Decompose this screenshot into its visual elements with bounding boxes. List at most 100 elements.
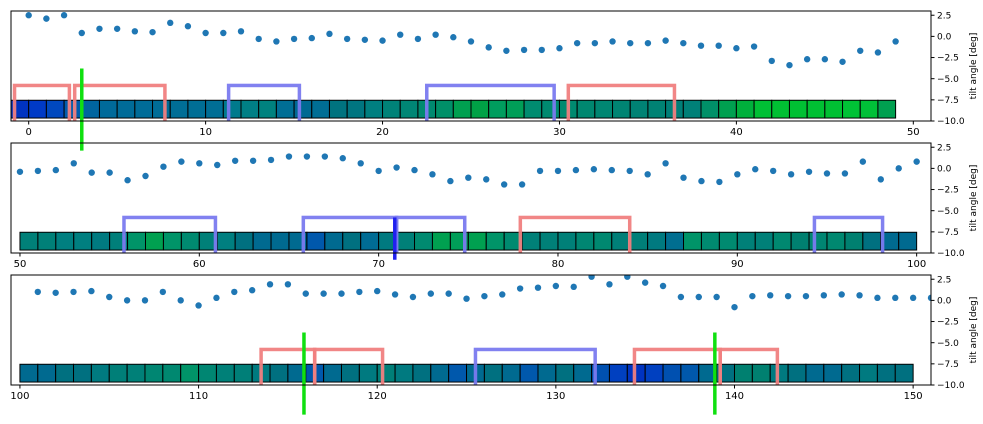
- data-point: [838, 291, 845, 298]
- data-point: [913, 158, 920, 165]
- data-point: [731, 303, 738, 311]
- cell-tile: [346, 99, 366, 119]
- data-point: [680, 174, 687, 181]
- data-point: [361, 36, 369, 43]
- cell-tile: [293, 99, 313, 119]
- cell-tile: [483, 363, 503, 383]
- data-point: [445, 290, 452, 297]
- cell-tile: [700, 99, 720, 119]
- cell-tile: [682, 99, 702, 119]
- data-point: [627, 39, 634, 47]
- data-point: [892, 294, 899, 302]
- cell-tile: [734, 363, 753, 383]
- data-point: [467, 38, 475, 45]
- data-point: [16, 168, 24, 175]
- cell-tile: [431, 231, 451, 251]
- data-point: [220, 29, 227, 37]
- data-point: [450, 34, 457, 41]
- data-point: [481, 292, 488, 300]
- cell-tile: [593, 231, 613, 251]
- data-point: [379, 37, 386, 44]
- cell-tile: [859, 99, 879, 119]
- data-point: [88, 287, 95, 295]
- highlight-box: [473, 347, 597, 385]
- cell-tile: [805, 363, 825, 383]
- data-point: [447, 177, 454, 185]
- data-point: [573, 39, 581, 47]
- data-point: [892, 38, 899, 45]
- data-point: [231, 157, 239, 164]
- data-point: [787, 171, 795, 178]
- cell-tile: [541, 99, 560, 119]
- data-point: [713, 293, 720, 301]
- data-point: [590, 166, 598, 173]
- data-point: [397, 31, 404, 38]
- cell-tile: [252, 231, 272, 251]
- data-point: [34, 167, 42, 175]
- data-point: [284, 281, 292, 288]
- data-point: [391, 291, 399, 298]
- cell-tile: [629, 99, 649, 119]
- data-point: [393, 164, 400, 171]
- cell-tile: [376, 363, 396, 383]
- data-point: [839, 58, 846, 65]
- cell-tile: [145, 231, 164, 251]
- cell-tile: [187, 99, 207, 119]
- cell-tile: [823, 363, 843, 383]
- data-point: [34, 288, 41, 296]
- data-point: [698, 177, 705, 185]
- cell-tile: [788, 99, 808, 119]
- data-point: [178, 158, 185, 165]
- x-tick-label: 10: [199, 127, 212, 138]
- x-tick-label: 150: [904, 391, 923, 402]
- y-tick-label: −10.0: [937, 249, 965, 259]
- data-point: [70, 288, 77, 296]
- cell-tile: [430, 363, 450, 383]
- data-point: [823, 170, 831, 177]
- plot-area: [16, 153, 920, 253]
- cell-tile: [501, 363, 521, 383]
- x-tick-label: 60: [193, 259, 206, 270]
- data-point: [113, 25, 121, 32]
- cell-tile: [555, 363, 575, 383]
- data-point: [768, 57, 775, 65]
- cell-tile: [523, 99, 543, 119]
- cell-tile: [662, 363, 682, 383]
- axes-frame: [10, 10, 932, 122]
- data-point: [662, 37, 669, 44]
- data-point: [659, 282, 667, 290]
- cell-tile: [382, 99, 401, 119]
- cell-tile: [611, 231, 631, 251]
- data-point: [483, 176, 490, 183]
- cell-tile: [116, 99, 136, 119]
- data-point: [202, 29, 209, 37]
- data-point: [432, 31, 439, 38]
- data-point: [767, 292, 774, 299]
- cell-tile: [152, 99, 171, 119]
- data-point: [463, 295, 470, 302]
- data-point: [518, 181, 526, 188]
- cell-tile: [519, 363, 539, 383]
- data-point: [96, 25, 103, 32]
- data-point: [626, 167, 633, 175]
- data-point: [624, 275, 631, 280]
- cell-tile: [342, 231, 362, 251]
- data-point: [375, 167, 382, 175]
- data-point: [874, 49, 882, 56]
- cell-tile: [55, 231, 75, 251]
- data-point: [821, 56, 829, 63]
- data-point: [356, 288, 363, 296]
- y-tick-label: −5.0: [937, 339, 959, 349]
- data-point: [895, 165, 902, 172]
- data-point: [320, 290, 327, 297]
- cell-tile: [399, 99, 419, 119]
- cell-tile: [396, 231, 416, 251]
- cell-tile: [233, 363, 253, 383]
- cell-tile: [894, 363, 914, 383]
- cell-tile: [81, 99, 100, 119]
- cell-tile: [539, 231, 559, 251]
- data-point: [500, 181, 508, 188]
- x-tick-label: 70: [372, 259, 385, 270]
- cell-tile: [19, 231, 39, 251]
